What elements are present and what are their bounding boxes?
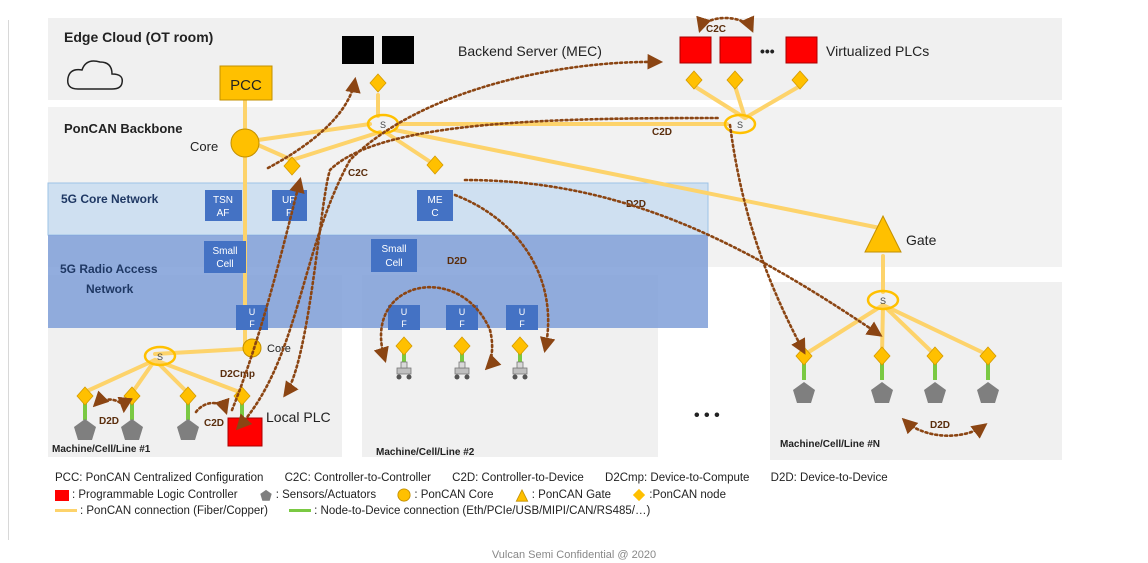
legend-plc: : Programmable Logic Controller: [72, 489, 238, 502]
d2d-arrow-lineN: [901, 417, 988, 439]
small-cell-2-label-a: Small: [381, 244, 406, 255]
backbone-title: PonCAN Backbone: [64, 121, 182, 136]
c2d-arrow-line1: [194, 397, 230, 415]
ponCAN-line-swatch-icon: [55, 509, 77, 513]
uf1-top: U: [249, 307, 256, 317]
d2cmp-label: D2Cmp: [220, 369, 255, 380]
sensor-swatch-icon: [260, 489, 272, 501]
edge-cloud-title: Edge Cloud (OT room): [64, 29, 213, 45]
radio-access-title-1: 5G Radio Access: [60, 262, 158, 276]
mec-label-1: ME: [428, 195, 443, 206]
c2c-arrow-vplc: [696, 15, 755, 33]
gate-label: Gate: [906, 232, 937, 248]
c2d-line1-label: C2D: [204, 418, 224, 429]
backend-server-box-2: [382, 36, 414, 64]
confidential-footer: Vulcan Semi Confidential @ 2020: [491, 549, 657, 561]
legend-d2d: D2D: Device-to-Device: [770, 472, 888, 484]
uf1-bottom: F: [249, 319, 255, 329]
switch-line-n: [866, 289, 900, 311]
uf2a-bottom: F: [401, 319, 407, 329]
machine-line2-label: Machine/Cell/Line #2: [376, 447, 475, 458]
backend-server-label: Backend Server (MEC): [458, 43, 602, 59]
switch-label-line1: S: [157, 352, 163, 362]
c2c-top-label: C2C: [706, 24, 726, 35]
device-line-swatch-icon: [289, 509, 312, 513]
arrow-to-backend: [266, 76, 361, 170]
switch-label-2: S: [737, 120, 743, 130]
small-cell-2-label-b: Cell: [385, 258, 402, 269]
d2d-line2-label: D2D: [447, 256, 467, 267]
tsn-af-label-2: AF: [217, 208, 230, 219]
local-plc-box: [227, 417, 263, 447]
d2d-arrow-line2: [373, 285, 502, 371]
uf2c-bottom: F: [519, 319, 525, 329]
virtualized-plcs-label: Virtualized PLCs: [826, 43, 929, 59]
vplc-box-1: [679, 36, 712, 64]
tsn-af-box: [205, 190, 242, 221]
tsn-af-label-1: TSN: [213, 195, 233, 206]
small-cell-1-label-b: Cell: [216, 259, 233, 270]
legend-c2c: C2C: Controller-to-Controller: [284, 472, 431, 484]
legend-ponCAN-connection: : PonCAN connection (Fiber/Copper): [80, 505, 268, 517]
machine-line1-label: Machine/Cell/Line #1: [52, 444, 151, 455]
pcc-label: PCC: [230, 77, 262, 94]
mec-label-2: C: [431, 208, 438, 219]
legend-gate: : PonCAN Gate: [531, 489, 612, 502]
core-network-title: 5G Core Network: [61, 192, 159, 206]
ponCAN-gate: [864, 214, 902, 253]
switch-label-1: S: [380, 120, 386, 130]
c2d-arrow-to-lineN: [728, 123, 806, 355]
uf2b-bottom: F: [459, 319, 465, 329]
vplc-ellipsis: •••: [760, 43, 775, 59]
uf2a-top: U: [401, 307, 408, 317]
d2d-arrow-line1: [92, 390, 133, 414]
legend-core: : PonCAN Core: [414, 489, 494, 502]
machine-line-n-zone: [770, 282, 1062, 460]
legend-row-2: : Programmable Logic Controller : Sensor…: [55, 488, 744, 502]
uf2b-top: U: [459, 307, 466, 317]
vplc-box-2: [719, 36, 752, 64]
ponCAN-architecture-diagram: Edge Cloud (OT room) PCC Backend Server …: [47, 15, 1062, 460]
c2c-mid-label: C2C: [348, 168, 368, 179]
core-swatch-icon: [397, 488, 411, 502]
legend-node: :PonCAN node: [649, 489, 726, 502]
switch-label-n: S: [880, 296, 886, 306]
more-lines-ellipsis: • • •: [694, 407, 720, 424]
local-plc-label: Local PLC: [266, 409, 331, 425]
gate-swatch-icon: [515, 488, 529, 502]
plc-swatch-icon: [55, 489, 69, 501]
legend-row-1: PCC: PonCAN Centralized Configuration C2…: [55, 472, 906, 484]
legend-c2d: C2D: Controller-to-Device: [452, 472, 584, 484]
legend-sensor: : Sensors/Actuators: [275, 489, 377, 502]
small-cell-1-label-a: Small: [212, 246, 237, 257]
legend-row-3: : PonCAN connection (Fiber/Copper) : Nod…: [55, 505, 668, 517]
switch-backbone-2: [723, 113, 757, 135]
d2d-arrow-to-lineN: [463, 178, 883, 337]
communication-arrows: [92, 15, 988, 439]
ponCAN-core-top: [230, 128, 260, 158]
d2cmp-arrow: [230, 176, 305, 412]
backend-server-box-1: [342, 36, 374, 64]
c2d-arrow-long: [283, 116, 722, 398]
machine-lineN-label: Machine/Cell/Line #N: [780, 439, 880, 450]
core-line1-label: Core: [267, 343, 291, 355]
d2d-lineN-label: D2D: [930, 420, 950, 431]
c2c-arrow-local-to-vplc: [235, 53, 664, 431]
cloud-icon: [66, 60, 124, 90]
mec-to-line2-arrow: [453, 193, 556, 354]
vplc-box-3: [785, 36, 818, 64]
left-divider: [8, 20, 9, 540]
c2d-label: C2D: [652, 127, 672, 138]
5g-core-network-band: [47, 182, 709, 236]
switch-line1: [143, 345, 177, 367]
core-top-label: Core: [190, 139, 218, 154]
legend-device-connection: : Node-to-Device connection (Eth/PCIe/US…: [314, 505, 651, 517]
node-swatch-icon: [633, 488, 646, 502]
radio-access-title-2: Network: [86, 282, 134, 296]
legend-d2cmp: D2Cmp: Device-to-Compute: [605, 472, 750, 484]
uf2c-top: U: [519, 307, 526, 317]
d2d-line1-label: D2D: [99, 416, 119, 427]
legend-pcc: PCC: PonCAN Centralized Configuration: [55, 472, 264, 484]
